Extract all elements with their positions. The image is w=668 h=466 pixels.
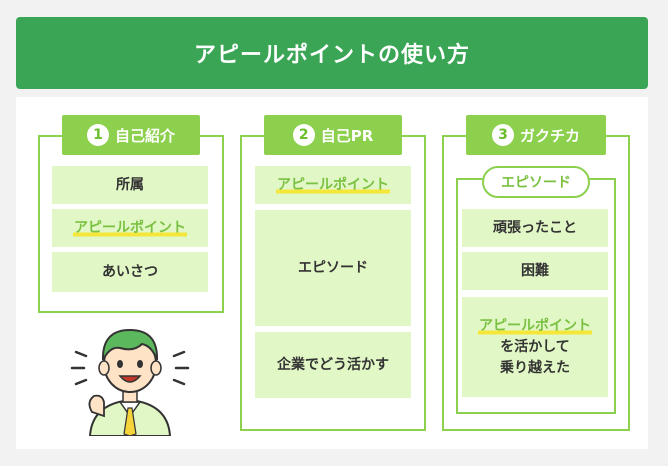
item-episode: エピソード (255, 210, 411, 326)
column-tab-self-introduction: 1 自己紹介 (62, 115, 200, 155)
item-label: 頑張ったこと (493, 219, 577, 236)
item-difficulty: 困難 (462, 252, 608, 290)
item-appeal-point: アピールポイント (255, 166, 411, 204)
item-label: 所属 (116, 176, 144, 193)
highlighted-label: アピールポイント (478, 315, 592, 337)
column-label: 自己紹介 (114, 126, 175, 145)
item-appeal-point: アピールポイント (52, 209, 208, 247)
column-tab-gakuchika: 3 ガクチカ (466, 115, 606, 155)
page-title: アピールポイントの使い方 (16, 17, 648, 89)
item-how-to-use-at-company: 企業でどう活かす (255, 332, 411, 398)
item-what-i-worked-hard-on: 頑張ったこと (462, 209, 608, 247)
highlighted-label: アピールポイント (276, 174, 390, 196)
item-label: あいさつ (102, 263, 158, 280)
item-label-line: 乗り越えた (500, 359, 570, 376)
item-overcame-using-appeal-point: アピールポイント を活かして 乗り越えた (462, 297, 608, 397)
item-greeting: あいさつ (52, 252, 208, 292)
step-number-2: 2 (292, 124, 315, 146)
column-tab-self-pr: 2 自己PR (264, 115, 402, 155)
item-label-line: を活かして (500, 338, 570, 355)
sparkle-icon (70, 350, 190, 386)
person-illustration (56, 316, 204, 437)
item-label: 企業でどう活かす (277, 356, 389, 373)
item-affiliation: 所属 (52, 166, 208, 204)
episode-label: エピソード (501, 175, 571, 191)
item-label: エピソード (298, 259, 368, 276)
episode-tab: エピソード (482, 166, 590, 198)
step-number-3: 3 (491, 124, 514, 146)
step-number-1: 1 (86, 124, 109, 146)
column-label: 自己PR (320, 126, 374, 145)
item-label: 困難 (521, 262, 549, 279)
highlighted-label: アピールポイント (73, 217, 187, 239)
column-label: ガクチカ (519, 126, 580, 145)
